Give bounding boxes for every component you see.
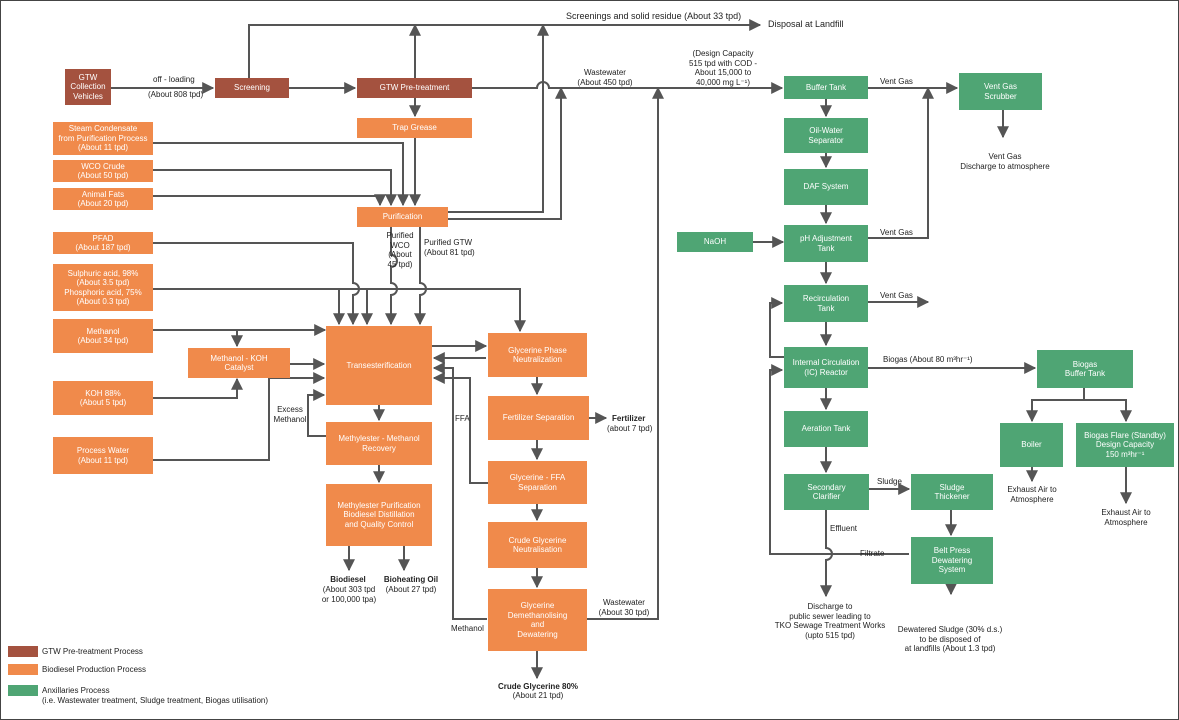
- buffer-tank-box: Buffer Tank: [784, 76, 868, 99]
- crude-glycerine-amount-label: (About 21 tpd): [512, 691, 564, 700]
- koh-box: KOH 88% (About 5 tpd): [53, 381, 153, 415]
- vent-gas-label-1: Vent Gas: [880, 77, 913, 86]
- legend-swatch-pretreatment: [8, 646, 38, 657]
- biodiesel-amount-label: (About 303 tpd or 100,000 tpa): [321, 585, 377, 604]
- methanol-loop-label: Methanol: [451, 624, 484, 633]
- methanol-box: Methanol (About 34 tpd): [53, 319, 153, 353]
- disposal-landfill-label: Disposal at Landfill: [768, 19, 844, 29]
- ffa-label: FFA: [455, 414, 470, 423]
- bioheating-oil-label: Bioheating Oil: [383, 575, 439, 584]
- wastewater-30-label: Wastewater (About 30 tpd): [598, 598, 650, 617]
- about-808-label: (About 808 tpd): [148, 90, 204, 99]
- purified-gtw-label: Purified GTW (About 81 tpd): [424, 238, 475, 257]
- purified-wco-label: Purified WCO (About 45 tpd): [386, 231, 414, 269]
- recirculation-tank-box: Recirculation Tank: [784, 285, 868, 322]
- screenings-residue-label: Screenings and solid residue (About 33 t…: [566, 11, 742, 21]
- screening-box: Screening: [215, 78, 289, 98]
- wastewater-450-label: Wastewater (About 450 tpd): [577, 68, 633, 87]
- biogas-buffer-tank-box: Biogas Buffer Tank: [1037, 350, 1133, 388]
- biogas-flare-box: Biogas Flare (Standby) Design Capacity 1…: [1076, 423, 1174, 467]
- glycerine-demethanolising-box: Glycerine Demethanolising and Dewatering: [488, 589, 587, 651]
- dewatered-sludge-label: Dewatered Sludge (30% d.s.) to be dispos…: [897, 625, 1003, 653]
- pfad-box: PFAD (About 187 tpd): [53, 232, 153, 254]
- filtrate-label: Filtrate: [860, 549, 885, 558]
- gtw-pretreatment-box: GTW Pre-treatment: [357, 78, 472, 98]
- naoh-box: NaOH: [677, 232, 753, 252]
- fertilizer-amount-label: (about 7 tpd): [607, 424, 653, 433]
- ph-adjustment-tank-box: pH Adjustment Tank: [784, 225, 868, 262]
- effluent-label: Effluent: [830, 524, 857, 533]
- oil-water-separator-box: Oil-Water Separator: [784, 118, 868, 153]
- sludge-thickener-box: Sludge Thickener: [911, 474, 993, 510]
- exhaust-air-label-1: Exhaust Air to Atmosphere: [1007, 485, 1057, 504]
- vent-gas-scrubber-box: Vent Gas Scrubber: [959, 73, 1042, 110]
- daf-system-box: DAF System: [784, 169, 868, 205]
- fertilizer-separation-box: Fertilizer Separation: [488, 396, 589, 440]
- transesterification-box: Transesterification: [326, 326, 432, 405]
- animal-fats-box: Animal Fats (About 20 tpd): [53, 188, 153, 210]
- acids-box: Sulphuric acid, 98% (About 3.5 tpd) Phos…: [53, 264, 153, 311]
- exhaust-air-label-2: Exhaust Air to Atmosphere: [1101, 508, 1151, 527]
- legend-swatch-biodiesel: [8, 664, 38, 675]
- methylester-purification-box: Methylester Purification Biodiesel Disti…: [326, 484, 432, 546]
- biodiesel-label: Biodiesel: [330, 575, 366, 584]
- crude-glycerine-neutralisation-box: Crude Glycerine Neutralisation: [488, 522, 587, 568]
- design-capacity-label: (Design Capacity 515 tpd with COD - Abou…: [688, 49, 758, 87]
- secondary-clarifier-box: Secondary Clarifier: [784, 474, 869, 510]
- excess-methanol-label: Excess Methanol: [273, 405, 307, 424]
- gtw-collection-vehicles-box: GTW Collection Vehicles: [65, 69, 111, 105]
- glycerine-neutralization-box: Glycerine Phase Neutralization: [488, 333, 587, 377]
- sludge-label: Sludge: [877, 477, 902, 486]
- boiler-box: Boiler: [1000, 423, 1063, 467]
- ic-reactor-box: Internal Circulation (IC) Reactor: [784, 347, 868, 388]
- methanol-koh-catalyst-box: Methanol - KOH Catalyst: [188, 348, 290, 378]
- trap-grease-box: Trap Grease: [357, 118, 472, 138]
- vent-gas-label-2: Vent Gas: [880, 228, 913, 237]
- legend-label-ancillaries: Anxillaries Process (i.e. Wastewater tre…: [42, 686, 269, 705]
- process-water-box: Process Water (About 11 tpd): [53, 437, 153, 474]
- off-loading-label: off - loading: [153, 75, 195, 84]
- fertilizer-label: Fertilizer: [612, 414, 646, 423]
- vent-discharge-label: Vent Gas Discharge to atmosphere: [960, 152, 1050, 171]
- legend-label-pretreatment: GTW Pre-treatment Process: [42, 647, 143, 656]
- bioheating-amount-label: (About 27 tpd): [385, 585, 437, 594]
- glycerine-ffa-separation-box: Glycerine - FFA Separation: [488, 461, 587, 504]
- vent-gas-label-3: Vent Gas: [880, 291, 913, 300]
- methylester-recovery-box: Methylester - Methanol Recovery: [326, 422, 432, 465]
- biogas-label: Biogas (About 80 m³hr⁻¹): [883, 355, 973, 364]
- discharge-sewer-label: Discharge to public sewer leading to TKO…: [774, 602, 886, 640]
- purification-box: Purification: [357, 207, 448, 227]
- legend-swatch-ancillaries: [8, 685, 38, 696]
- aeration-tank-box: Aeration Tank: [784, 411, 868, 447]
- wco-crude-box: WCO Crude (About 50 tpd): [53, 160, 153, 182]
- steam-condensate-box: Steam Condensate from Purification Proce…: [53, 122, 153, 155]
- legend-label-biodiesel: Biodiesel Production Process: [42, 665, 147, 674]
- crude-glycerine-label: Crude Glycerine 80%: [497, 682, 579, 691]
- belt-press-box: Belt Press Dewatering System: [911, 537, 993, 584]
